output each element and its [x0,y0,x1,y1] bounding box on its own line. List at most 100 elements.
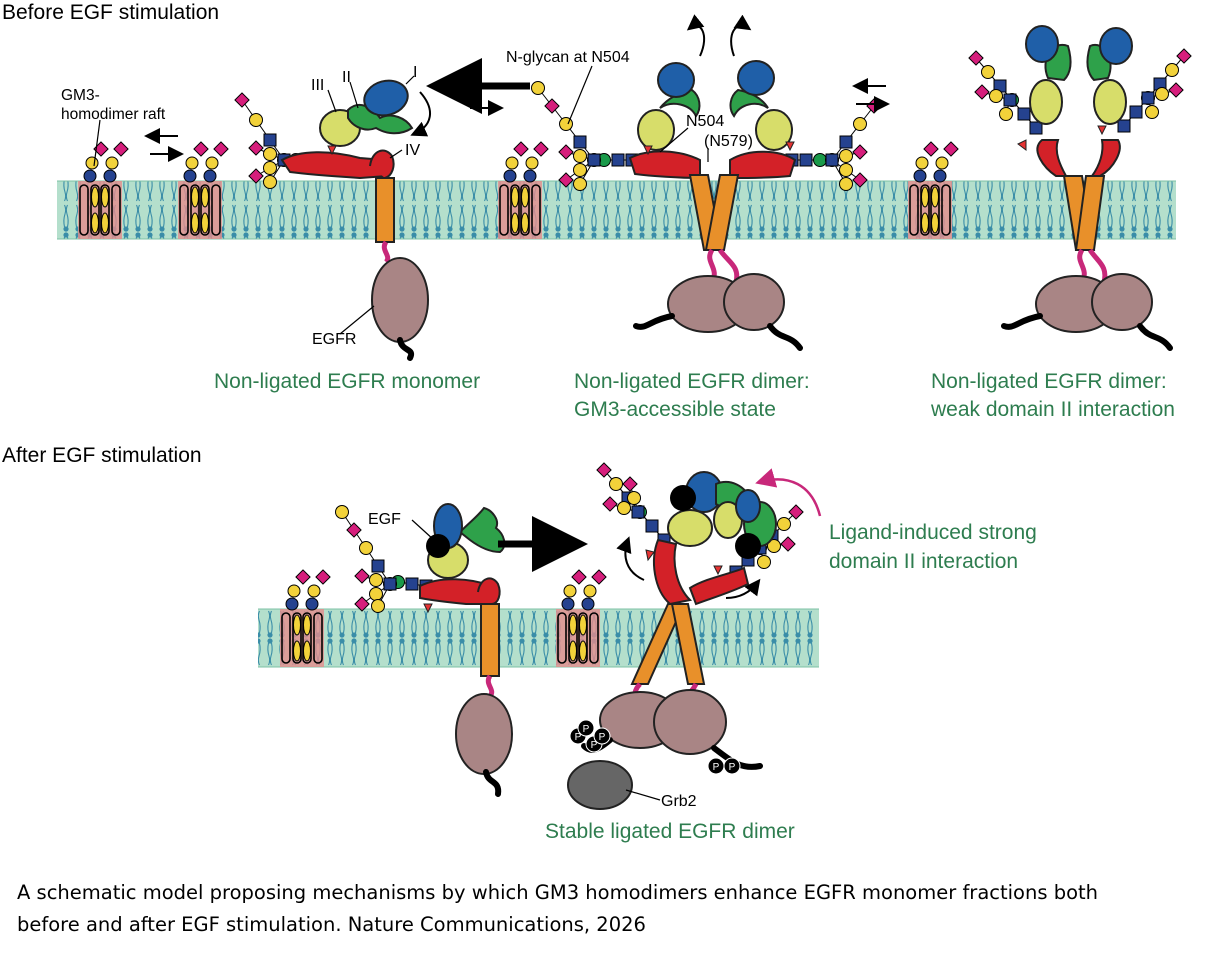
gal-residue [935,156,949,170]
gm3-lipid-tail [941,184,951,236]
sialic-acid-residue [591,569,607,585]
galactose-residue [617,501,631,515]
sialic-acid-residue [780,536,796,552]
membrane-bottom [258,608,819,668]
gm3-lipid-tail [90,184,100,236]
gal-residue [505,156,519,170]
phosphate-label: P [713,762,720,773]
state-dimer-access-2: GM3-accessible state [574,398,776,421]
sialic-acid-residue [1176,48,1192,64]
gm3-lipid-tail [510,184,520,236]
glcnac-residue [1017,107,1031,121]
sialic-acid-residue [571,569,587,585]
glcnac-residue [587,153,601,167]
phosphate-circle [577,719,595,737]
gm3-lipid-tail [200,184,210,236]
sialic-acid-residue [558,144,574,160]
cholesterol-mark [931,212,939,234]
galactose-residue [1145,105,1159,119]
cholesterol-mark [921,212,929,234]
sialic-acid-residue [533,141,549,157]
glc-residue [183,169,197,183]
sialic-acid-residue [1168,82,1184,98]
nglycan-label: N-glycan at N504 [506,49,630,66]
galactose-residue [1165,63,1179,77]
gm3-lipid-tail [211,184,221,236]
cholesterol-mark [579,640,587,662]
gm3-lipid-tail [190,184,200,236]
gal-residue [287,584,301,598]
galactose-residue [839,149,853,163]
gm3-lipid-tail [920,184,930,236]
domain-label-iii: III [311,77,324,94]
glc-residue [523,169,537,183]
galactose-residue [981,65,995,79]
glcnac-residue [1129,105,1143,119]
sialic-acid-residue [354,568,370,584]
galactose-residue [999,107,1013,121]
membrane-top [57,180,1176,240]
state-ligand-strong-1: Ligand-induced strong [829,521,1037,544]
gm3-lipid-tail [520,184,530,236]
arrows [144,14,890,599]
gm3-lipid-tail [179,184,189,236]
state-monomer: Non-ligated EGFR monomer [214,370,480,393]
text-labels: GM3- homodimer raft I II III IV N-glycan… [61,49,753,810]
glc-residue [203,169,217,183]
phosphate-label: P [599,732,606,743]
glycan-branch [825,153,853,191]
galactose-residue [263,147,277,161]
gm3-lipid-tail [909,184,919,236]
figure-caption: A schematic model proposing mechanisms b… [17,877,1197,941]
mannose-residue [813,153,827,167]
egfr-label: EGFR [312,331,356,348]
state-labels: Non-ligated EGFR monomer Non-ligated EGF… [214,370,1175,843]
glycan-branch [622,476,645,519]
glcnac-residue [383,577,397,591]
glcnac-residue [405,577,419,591]
sialic-acid-residue [943,141,959,157]
glcnac-residue [799,153,813,167]
gm3-raft [556,569,607,667]
galactose-residue [1155,87,1169,101]
gal-residue [307,584,321,598]
state-ligand-strong-2: domain II interaction [829,550,1018,573]
egfr-dimer-accessible [628,60,803,351]
cholesterol-mark [91,212,99,234]
sialic-acid-residue [558,172,574,188]
gm3-lipid-tail [578,612,588,664]
cholesterol-mark [521,212,529,234]
cholesterol-mark [521,186,529,208]
sialic-acid-residue [248,168,264,184]
cholesterol-mark [303,614,311,636]
gal-residue [563,584,577,598]
glc-residue [103,169,117,183]
raft-domain [908,181,952,239]
sialic-acid-residue [234,92,250,108]
cholesterol-mark [293,614,301,636]
phosphate-circle [723,757,741,775]
raft-domain [498,181,542,239]
sialic-acid-residue [544,98,560,114]
galactose-residue [263,175,277,189]
glcnac-residue [1117,119,1131,133]
heading-after: After EGF stimulation [2,444,202,467]
galactose-residue [777,517,791,531]
sialic-acid-residue [622,476,638,492]
gm3-lipid-tail [292,612,302,664]
gm3-raft [498,141,549,239]
state-dimer-access-1: Non-ligated EGFR dimer: [574,370,810,393]
caption-line-1: A schematic model proposing mechanisms b… [17,881,1099,904]
glcnac-residue [371,559,385,573]
n579-label: (N579) [704,133,753,150]
gm3-lipid-tail [111,184,121,236]
leader-lines [93,65,709,801]
gm3-lipid-tail [930,184,940,236]
egf-label: EGF [368,511,401,528]
sialic-acid-residue [346,522,362,538]
sialic-acid-residue [248,140,264,156]
glcnac-residue [1029,121,1043,135]
raft-label-1: GM3- [61,87,100,104]
gal-residue [525,156,539,170]
raft-domain [556,609,600,667]
